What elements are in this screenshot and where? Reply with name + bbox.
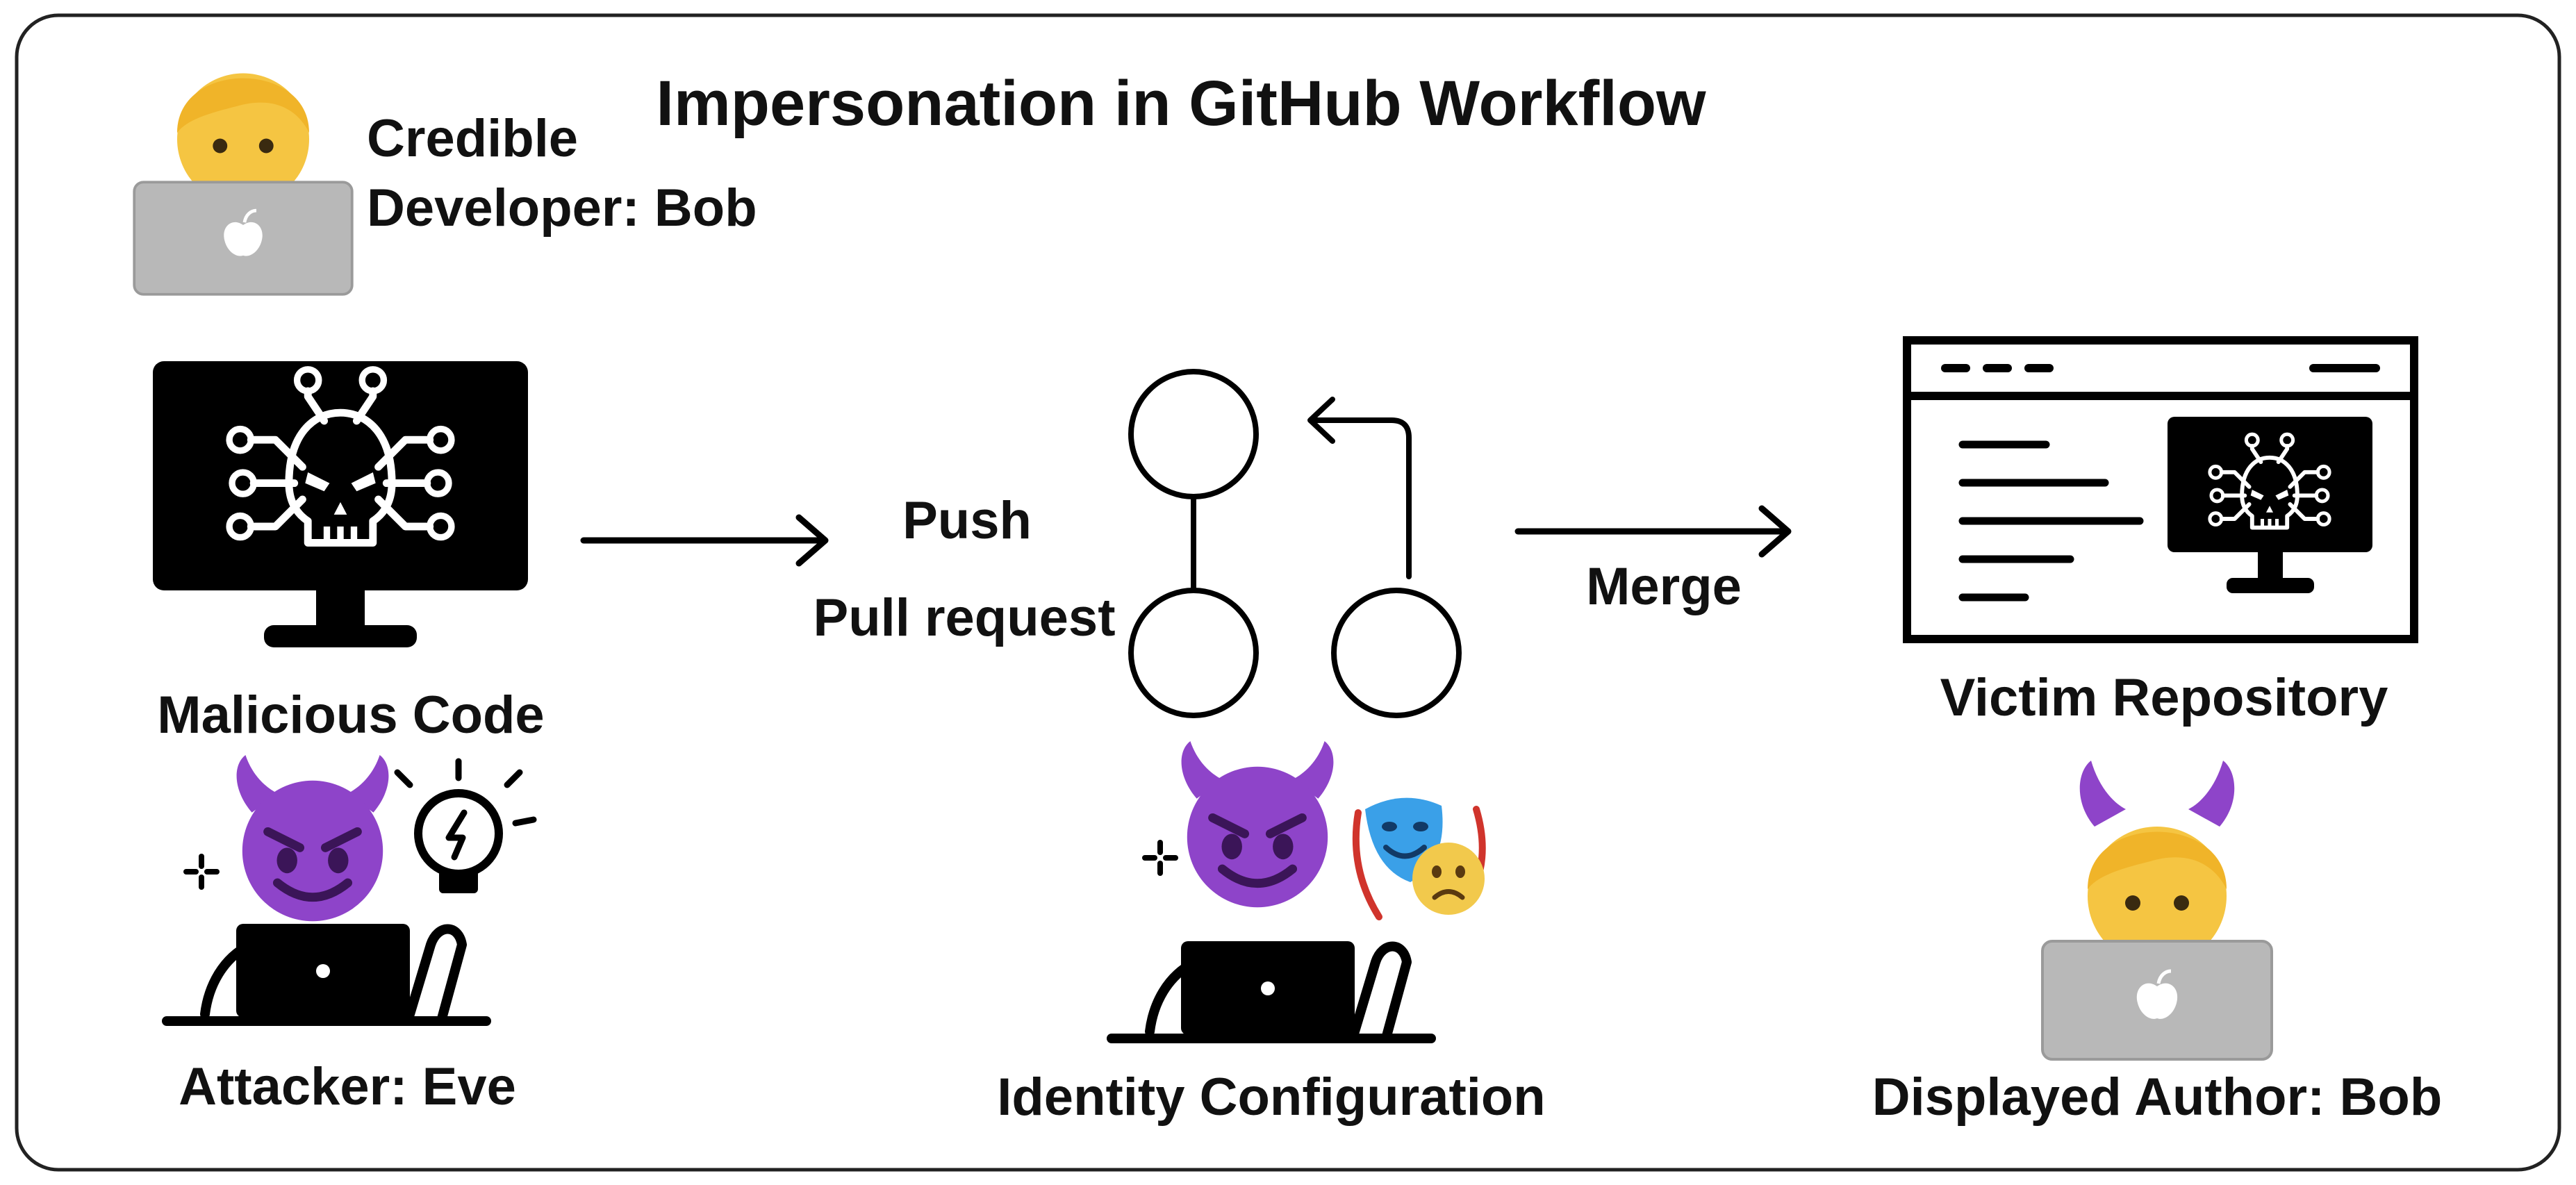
push-arrow [580, 514, 829, 567]
devil-horned-developer-icon [2042, 761, 2272, 1059]
push-label: Push [902, 491, 1032, 550]
skull-circuit-monitor-icon [153, 361, 528, 647]
merge-arrow [1514, 505, 1792, 558]
diagram-title: Impersonation in GitHub Workflow [656, 68, 1706, 139]
lightbulb-icon [394, 758, 537, 893]
attacker-label: Attacker: Eve [179, 1057, 516, 1116]
identity-configuration-label: Identity Configuration [997, 1068, 1545, 1127]
malicious-code-label: Malicious Code [157, 686, 544, 745]
credible-developer-label: Credible Developer: Bob [367, 109, 757, 238]
pull-request-label: Pull request [814, 588, 1116, 647]
theater-masks-icon [1352, 797, 1486, 920]
diagram-frame [15, 13, 2561, 1172]
merge-label: Merge [1586, 557, 1742, 616]
browser-window-repository-icon [1903, 336, 2418, 643]
git-branch-graph-icon [1128, 369, 1462, 718]
victim-repository-label: Victim Repository [1940, 668, 2388, 727]
displayed-author-label: Displayed Author: Bob [1872, 1068, 2443, 1127]
